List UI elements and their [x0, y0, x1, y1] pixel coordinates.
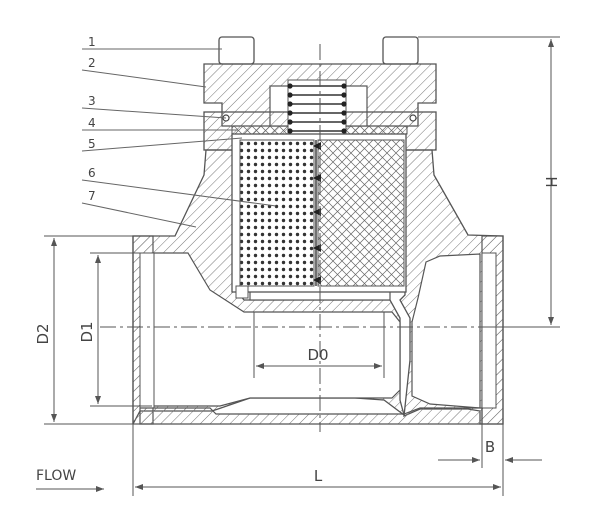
flow-label: FLOW [36, 468, 76, 484]
callout-leaders [81, 48, 277, 228]
callout-7: 7 [88, 189, 96, 203]
dimension-label-d0: D0 [307, 346, 328, 364]
callout-3: 3 [88, 94, 96, 108]
callout-6: 6 [88, 166, 96, 180]
spring [287, 79, 347, 135]
piston-bottom-lip [235, 285, 249, 299]
dimension-label-l: L [314, 467, 323, 485]
piston-disc [231, 133, 407, 299]
dimension-labels: D2 D1 D0 H L B FLOW [34, 176, 560, 485]
left-socket-bore [139, 252, 155, 409]
body-bottom-wall [139, 407, 483, 425]
dimension-label-d2: D2 [34, 323, 52, 344]
callout-1: 1 [88, 35, 96, 49]
body-bore-right [411, 253, 481, 409]
bolt-left [218, 36, 255, 65]
callout-2: 2 [88, 56, 96, 70]
dimension-label-d1: D1 [78, 321, 96, 342]
piston-crosshatched-section [317, 139, 405, 287]
right-socket-bore [481, 252, 497, 409]
callout-4: 4 [88, 116, 96, 130]
dimension-label-h: H [542, 176, 560, 187]
piston-seal-triangles [313, 142, 321, 284]
dimension-label-b: B [485, 438, 495, 456]
flange-seal-right [409, 114, 417, 122]
callout-5: 5 [88, 137, 96, 151]
callout-numbers: 1 2 3 4 5 6 7 [88, 35, 96, 203]
dimension-lines [36, 36, 560, 496]
bolt-right [382, 36, 419, 65]
piston-dotted-section [239, 139, 315, 287]
